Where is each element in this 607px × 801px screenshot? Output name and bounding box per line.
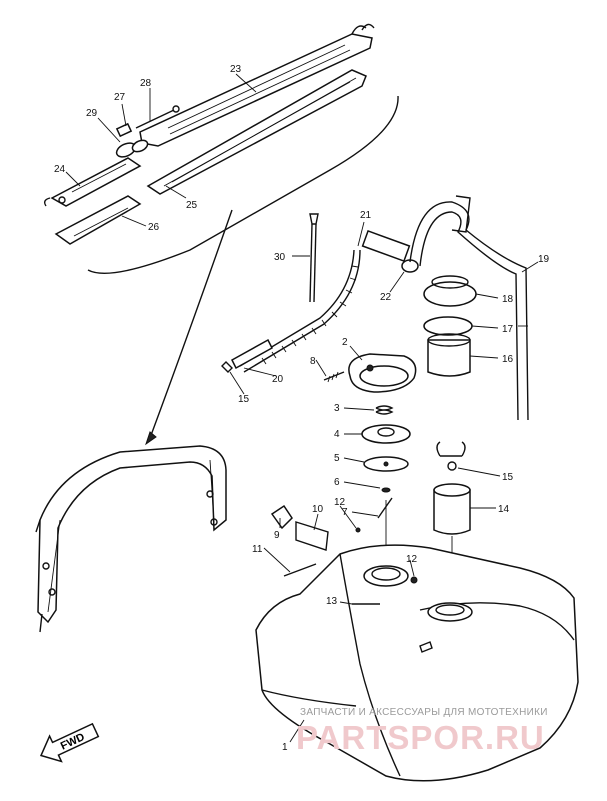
pointer-arrow-line <box>149 209 233 439</box>
spring-3 <box>375 405 394 415</box>
tube-20 <box>231 338 273 370</box>
callout-30: 30 <box>274 252 286 263</box>
callout-22: 22 <box>380 292 392 303</box>
fuel-tank-group <box>255 504 579 782</box>
bolt-28 <box>135 109 175 129</box>
bracket-10 <box>295 521 329 551</box>
callout-7: 7 <box>342 507 348 518</box>
callout-29: 29 <box>86 108 98 119</box>
pin-7 <box>377 497 393 519</box>
leader-lines <box>65 73 539 743</box>
callout-15a: 15 <box>238 394 250 405</box>
callout-17: 17 <box>502 324 514 335</box>
fuel-pump-group <box>385 195 529 604</box>
screw-6 <box>381 487 391 493</box>
callout-5: 5 <box>334 453 340 464</box>
plate-26 <box>54 195 142 245</box>
callout-14: 14 <box>498 504 510 515</box>
callout-3: 3 <box>334 403 340 414</box>
gasket-17 <box>423 316 473 336</box>
callout-19: 19 <box>538 254 550 265</box>
rod-30 <box>309 223 313 303</box>
callout-26: 26 <box>148 222 160 233</box>
filler-neck <box>363 565 409 587</box>
callout-25: 25 <box>186 200 198 211</box>
clip-15a <box>221 361 233 373</box>
callout-28: 28 <box>140 78 152 89</box>
callout-27: 27 <box>114 92 126 103</box>
callout-20: 20 <box>272 374 284 385</box>
callout-2: 2 <box>342 337 348 348</box>
hose-21 <box>239 249 355 367</box>
callout-16: 16 <box>502 354 514 365</box>
callout-6: 6 <box>334 477 340 488</box>
callout-4: 4 <box>334 429 340 440</box>
watermark-logo: PARTSPOR.RU <box>296 719 545 756</box>
bracket-9 <box>270 504 293 530</box>
callout-23: 23 <box>230 64 242 75</box>
bracket-25 <box>146 69 367 195</box>
bolt-11 <box>283 563 317 577</box>
fwd-arrow <box>39 722 100 763</box>
bolt-8 <box>323 371 345 381</box>
callout-8: 8 <box>310 356 316 367</box>
callout-12a: 12 <box>334 497 346 508</box>
callout-12b: 12 <box>406 554 418 565</box>
frame-body <box>37 445 227 624</box>
callout-10: 10 <box>312 504 324 515</box>
callout-24: 24 <box>54 164 66 175</box>
hose-19 <box>409 201 529 421</box>
screw-12a <box>355 527 361 533</box>
watermark-caption: ЗАПЧАСТИ И АКСЕССУАРЫ ДЛЯ МОТОТЕХНИКИ <box>300 707 548 718</box>
filler-cap-stack <box>323 353 417 519</box>
fwd-label: FWD <box>59 731 87 752</box>
group-outline <box>87 95 399 274</box>
fwd-indicator: FWD <box>39 722 100 763</box>
pointer-arrow-head <box>145 431 157 446</box>
filter-14 <box>433 489 471 535</box>
callout-15b: 15 <box>502 472 514 483</box>
callout-1: 1 <box>282 742 288 753</box>
callout-13: 13 <box>326 596 338 607</box>
callout-11: 11 <box>252 544 263 555</box>
bracket-23-hook <box>351 23 375 35</box>
collar-27 <box>115 122 133 138</box>
bracket-assembly <box>43 23 399 446</box>
callout-18: 18 <box>502 294 514 305</box>
callout-21: 21 <box>360 210 372 221</box>
screw-12b <box>410 576 418 584</box>
tube-16 <box>427 339 471 377</box>
callout-labels: 1 2 3 4 5 6 7 8 9 10 11 12 12 13 14 15 1… <box>54 64 550 753</box>
joint-21 <box>361 229 411 263</box>
clip-15b <box>436 441 466 457</box>
callout-9: 9 <box>274 530 280 541</box>
tank-frame <box>35 445 227 633</box>
pump-18 <box>423 281 477 307</box>
filler-breather-group <box>221 213 419 373</box>
